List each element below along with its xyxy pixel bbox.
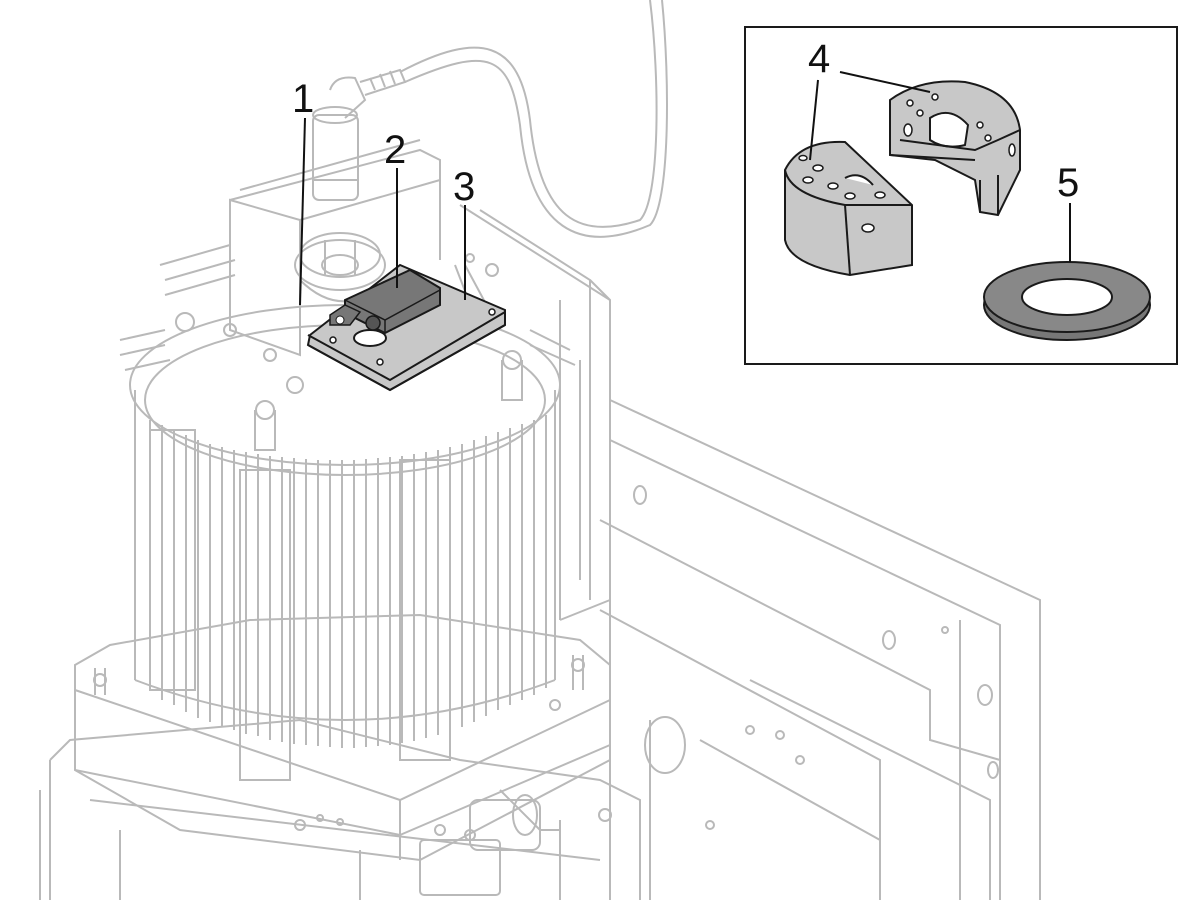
tool-holder-and-cable [312, 0, 668, 238]
callout-3-label: 3 [453, 165, 475, 209]
leader-line-4a [809, 79, 819, 161]
callout-3: 3 [453, 165, 475, 300]
leader-line-1 [299, 117, 306, 306]
sensor-module [329, 268, 441, 335]
callout-1-label: 1 [292, 77, 314, 121]
callout-2-label: 2 [384, 128, 406, 172]
sensor-housing [229, 139, 611, 621]
callout-4-label: 4 [808, 37, 830, 81]
callout-5: 5 [1057, 161, 1079, 262]
spacer-half-front [784, 140, 913, 277]
callout-5-label: 5 [1057, 161, 1079, 205]
callout-4: 4 [808, 37, 931, 161]
inset-detail: 4 5 [744, 26, 1178, 365]
machine-base [39, 399, 1041, 900]
leader-line-4b [839, 71, 931, 93]
motor-flange [74, 613, 611, 862]
callout-1: 1 [292, 77, 314, 306]
sensor-plate [306, 263, 506, 392]
spacer-half-back [889, 80, 1021, 217]
washer [983, 261, 1151, 341]
callout-2: 2 [384, 128, 406, 288]
